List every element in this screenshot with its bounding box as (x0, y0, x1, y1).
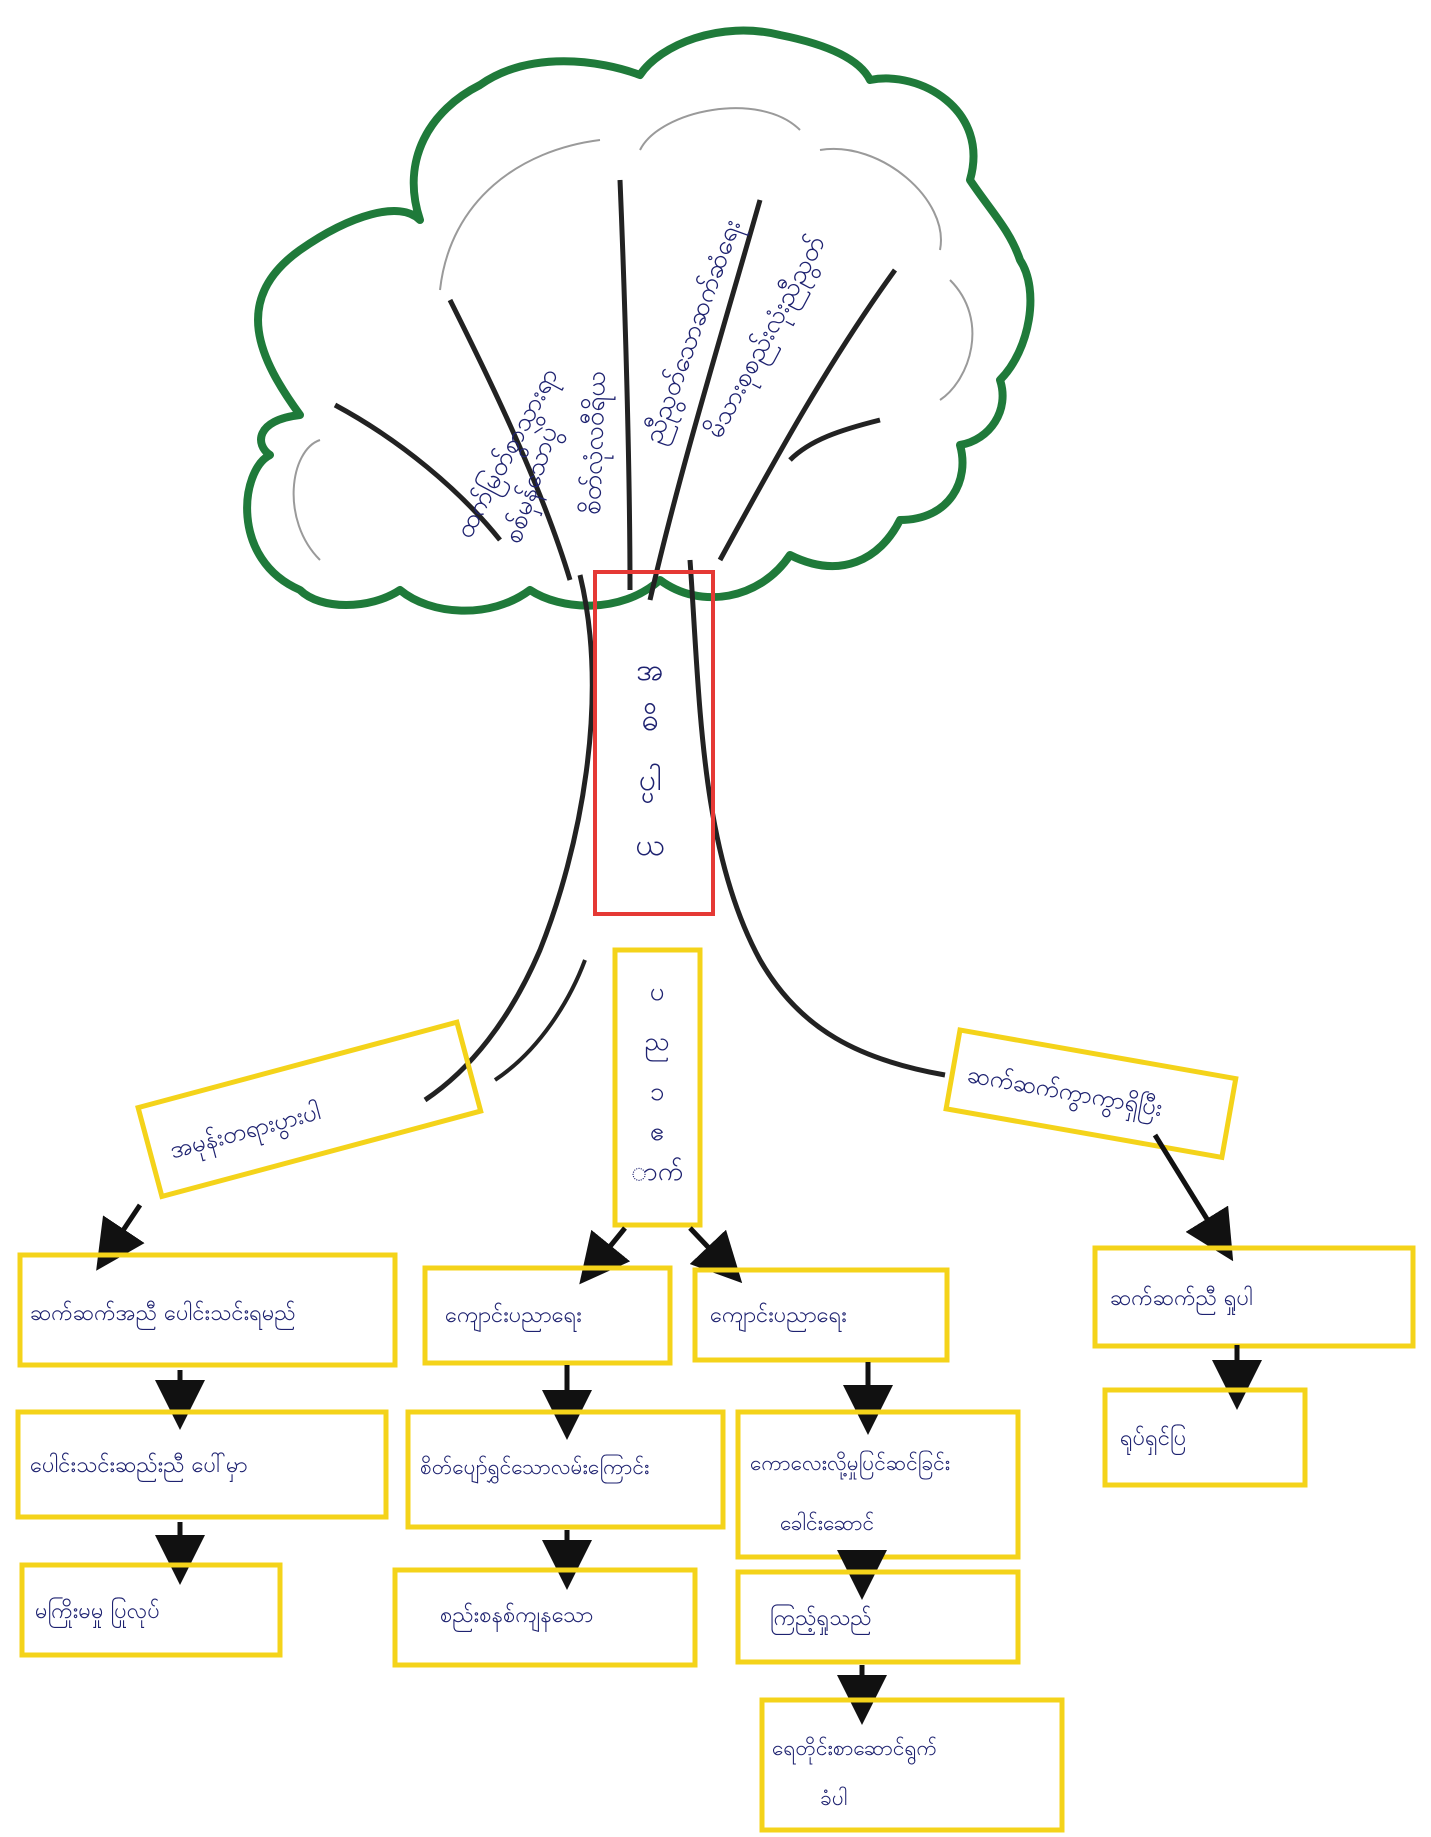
col3-label-6: ခံပါ (820, 1785, 847, 1810)
col3-box-4 (759, 1697, 1065, 1833)
col2-label-3: စည်းစနစ်ကျနသော (440, 1602, 593, 1632)
col3-label-5: ရေတိုင်းစာဆောင်ရွက် (772, 1735, 937, 1766)
root-center-label-5: ာက် (631, 1156, 684, 1187)
trunk-label-2: ဓိ (642, 703, 659, 738)
branch-1 (333, 402, 502, 542)
col4-label-2: ရုပ်ရှင်ပြ (1120, 1424, 1186, 1456)
col1-label-3: မကြိုးမမှု ပြုလုပ် (35, 1597, 160, 1628)
col1-label-1: ဆက်ဆက်အညီ ပေါင်းသင်းရမည် (30, 1300, 296, 1330)
root-left-line (493, 959, 587, 1082)
root-center-label-4: ဧ (650, 1117, 665, 1147)
col3-label-1: ကျောင်းပညာရေး (710, 1302, 847, 1332)
branch-5 (717, 268, 898, 562)
branch-3 (617, 179, 633, 591)
root-center-label-2: ည (644, 1027, 669, 1062)
col1-box-2 (15, 1409, 389, 1520)
arrow-col1-top (96, 1203, 145, 1271)
root-box-right: ဆက်ဆက်ကွာကွာရှိပြီး (943, 1027, 1239, 1161)
tree-canopy (243, 26, 1035, 615)
branch-6 (788, 417, 881, 462)
col1-box-3 (19, 1562, 283, 1658)
col4-box-2 (1102, 1387, 1308, 1488)
tree-trunk-left (423, 574, 595, 1103)
col3-label-2: ကောလေးလို့မှုပြင်ဆင်ခြင်း (750, 1449, 950, 1480)
root-center-label-1: ပ (650, 977, 665, 1007)
col4-box-1 (1092, 1245, 1416, 1349)
trunk-label-1: အ (636, 653, 664, 688)
col3-label-3: ခေါင်းဆောင် (780, 1510, 874, 1535)
canopy-inner-lines (292, 107, 974, 561)
col1-box-1 (17, 1252, 398, 1368)
tree-trunk-right (687, 559, 946, 1078)
branch-4 (647, 199, 763, 601)
branch-label-3: စိတ်လုံလဝီရိယ (576, 370, 617, 515)
trunk-box (593, 570, 715, 916)
col3-box-3 (735, 1569, 1021, 1665)
col2-label-2: စိတ်ပျော်ရွှင်သောလမ်းကြောင်း (420, 1453, 649, 1484)
root-box-center (612, 947, 703, 1228)
root-center-label-3: ၁ (650, 1077, 665, 1107)
arrow-col3-top (688, 1226, 743, 1284)
arrow-col2-top (579, 1226, 631, 1285)
col4-label-1: ဆက်ဆက်ညီ ရှုပါ (1110, 1285, 1253, 1315)
branch-2 (447, 298, 573, 581)
col2-box-1 (422, 1265, 673, 1366)
arrow-col4-top (1152, 1133, 1234, 1262)
root-box-left: အမုန်းတရားပွားပါ (135, 1019, 484, 1200)
col3-box-1 (692, 1267, 950, 1363)
col2-label-1: ကျောင်းပညာရေး (445, 1302, 582, 1332)
trunk-label-3: ပ္ပါ (639, 762, 661, 804)
col3-label-4: ကြည့်ရှုသည် (770, 1604, 872, 1635)
col2-box-3 (392, 1567, 698, 1668)
col2-box-2 (405, 1409, 726, 1530)
col3-box-2 (735, 1409, 1021, 1560)
col1-label-2: ပေါင်းသင်းဆည်းညီ ပေါ်မှာ (30, 1452, 248, 1483)
trunk-label-4: ယ (635, 828, 664, 863)
